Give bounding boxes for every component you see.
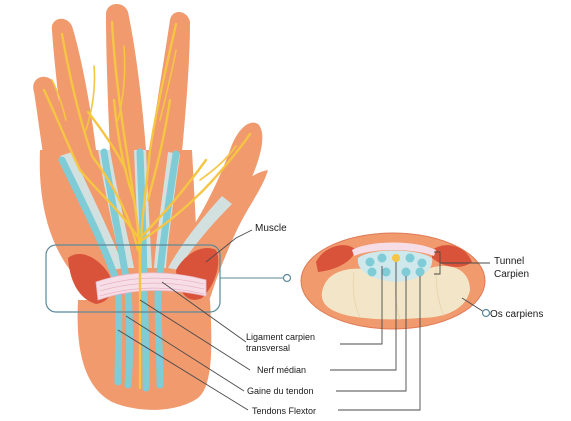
little-finger: [33, 76, 66, 160]
label-tunnel-line1: Tunnel: [494, 256, 525, 267]
label-tunnel-carpien: Tunnel Carpien: [494, 255, 529, 281]
label-gaine-tendon: Gaine du tendon: [247, 386, 314, 396]
cross-median-nerve: [392, 254, 400, 262]
os-carpiens-dot: [481, 308, 491, 318]
leader-lines: [117, 229, 490, 411]
box-connector-dot: [282, 273, 292, 283]
label-ligament: Ligament carpien transversal: [246, 332, 315, 354]
cross-muscle-right: [432, 245, 472, 267]
label-ligament-line2: transversal: [246, 343, 291, 353]
label-nerf-median: Nerf médian: [257, 365, 307, 375]
cross-ligament: [352, 242, 436, 256]
wrist-cross-section: [300, 232, 486, 330]
label-tendons-flextor: Tendons Flextor: [252, 406, 317, 416]
label-os-carpiens: Os carpiens: [490, 309, 544, 320]
label-tunnel-line2: Carpien: [494, 269, 530, 280]
cross-tendons: [365, 253, 427, 277]
hand-illustration: [33, 3, 268, 410]
median-nerve: [42, 20, 252, 390]
thumb: [190, 122, 263, 240]
cross-muscle-left: [316, 245, 356, 272]
label-ligament-line1: Ligament carpien: [246, 332, 316, 342]
label-muscle: Muscle: [255, 223, 287, 234]
